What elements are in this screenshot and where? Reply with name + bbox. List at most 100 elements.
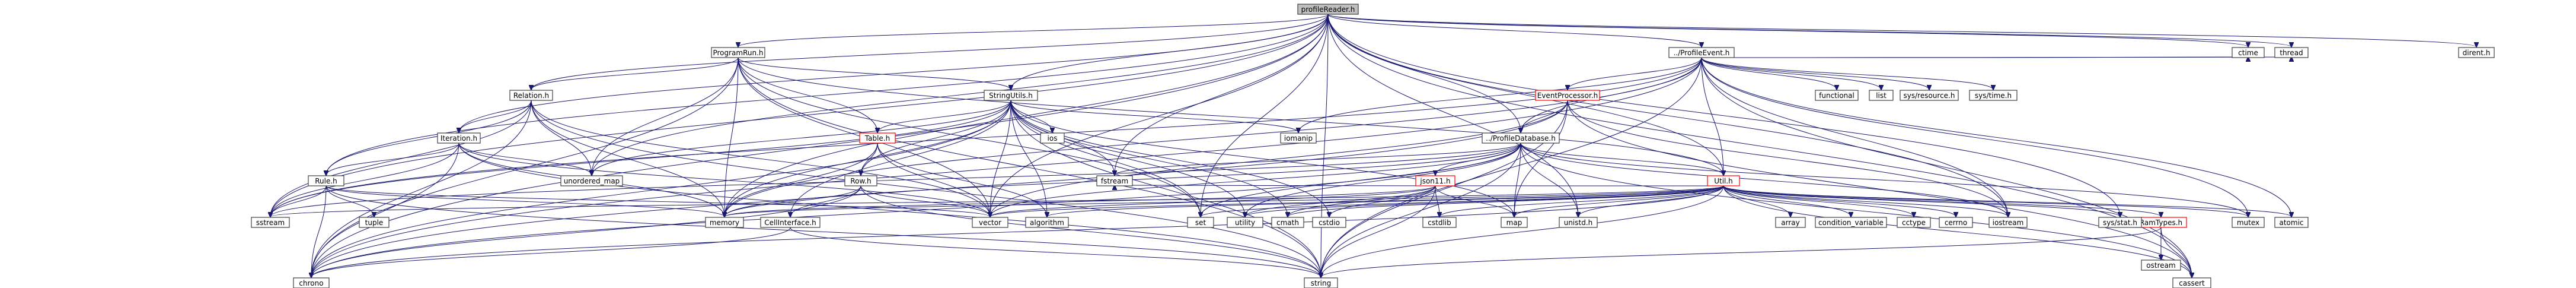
node-cstdio[interactable]: cstdio — [1312, 217, 1346, 228]
node-stringutils[interactable]: StringUtils.h — [984, 90, 1038, 101]
node-tuple[interactable]: tuple — [359, 217, 390, 228]
node-cerrno[interactable]: cerrno — [1939, 217, 1973, 228]
node-cassert[interactable]: cassert — [2172, 277, 2211, 288]
node-thread[interactable]: thread — [2274, 47, 2309, 58]
node-ios[interactable]: ios — [1040, 132, 1065, 144]
edge-relation-to-vector — [531, 100, 990, 217]
node-cctype[interactable]: cctype — [1897, 217, 1931, 228]
node-label-root: profileReader.h — [1301, 5, 1355, 14]
node-label-table: Table.h — [864, 134, 890, 143]
node-string[interactable]: string — [1304, 277, 1338, 288]
node-box-set — [1187, 217, 1214, 228]
node-atomic[interactable]: atomic — [2274, 217, 2309, 228]
node-label-cassert: cassert — [2179, 279, 2205, 287]
node-sysstat[interactable]: sys/stat.h — [2098, 217, 2142, 228]
node-box-cerrno — [1939, 217, 1973, 228]
node-label-mutex: mutex — [2237, 219, 2259, 227]
node-dirent[interactable]: dirent.h — [2458, 47, 2495, 58]
node-label-profileevent: ../ProfileEvent.h — [1674, 49, 1730, 57]
edge-profileevent-to-cassert — [1701, 57, 2192, 277]
node-vector[interactable]: vector — [972, 217, 1008, 228]
node-cmath[interactable]: cmath — [1271, 217, 1304, 228]
edge-stringutils-to-algorithm — [1010, 100, 1047, 217]
node-box-string — [1304, 277, 1338, 288]
node-ostream[interactable]: ostream — [2141, 259, 2181, 271]
node-profileevent[interactable]: ../ProfileEvent.h — [1668, 47, 1735, 58]
node-unistd[interactable]: unistd.h — [1559, 217, 1598, 228]
edge-rule-to-chrono — [311, 185, 327, 277]
edge-rule-to-tuple — [325, 185, 374, 217]
node-relation[interactable]: Relation.h — [509, 90, 553, 101]
edge-eventprocessor-to-vector — [990, 100, 1568, 217]
node-row[interactable]: Row.h — [844, 175, 877, 186]
node-box-atomic — [2274, 217, 2309, 228]
edge-row-to-string — [860, 185, 1321, 277]
edge-iteration-to-rule — [326, 143, 459, 175]
node-functional[interactable]: functional — [1815, 90, 1859, 101]
node-memory[interactable]: memory — [705, 217, 744, 228]
edge-json11-to-string — [1321, 185, 1436, 277]
node-algorithm[interactable]: algorithm — [1025, 217, 1069, 228]
node-ramtypes[interactable]: RamTypes.h — [2135, 217, 2187, 228]
node-table[interactable]: Table.h — [859, 132, 896, 144]
node-array[interactable]: array — [1775, 217, 1806, 228]
node-unordered_map[interactable]: unordered_map — [560, 175, 623, 186]
node-rule[interactable]: Rule.h — [308, 175, 344, 186]
node-box-dirent — [2458, 47, 2495, 58]
node-list[interactable]: list — [1869, 90, 1894, 101]
node-sysresource[interactable]: sys/resource.h — [1900, 90, 1959, 101]
node-label-programrun: ProgramRun.h — [713, 49, 763, 57]
node-root[interactable]: profileReader.h — [1297, 4, 1359, 15]
edge-root-to-dirent — [1327, 14, 2476, 47]
edge-root-to-cassert — [1327, 14, 2192, 277]
edge-programrun-to-set — [738, 57, 1201, 217]
node-chrono[interactable]: chrono — [293, 277, 330, 288]
edge-util-to-array — [1723, 185, 1790, 217]
node-cstdlib[interactable]: cstdlib — [1422, 217, 1457, 228]
node-set[interactable]: set — [1187, 217, 1214, 228]
node-label-array: array — [1781, 219, 1799, 227]
edge-profileevent-to-thread — [1701, 57, 2291, 58]
node-eventprocessor[interactable]: EventProcessor.h — [1535, 90, 1600, 101]
node-label-profiledatabase: ../ProfileDatabase.h — [1486, 134, 1556, 143]
node-label-util: Util.h — [1714, 177, 1733, 185]
node-iteration[interactable]: Iteration.h — [437, 132, 481, 144]
node-box-unistd — [1559, 217, 1598, 228]
node-utility[interactable]: utility — [1227, 217, 1263, 228]
node-iostream[interactable]: iostream — [1988, 217, 2028, 228]
edge-programrun-to-stringutils — [738, 57, 1011, 90]
node-box-cctype — [1897, 217, 1931, 228]
node-condition_variable[interactable]: condition_variable — [1815, 217, 1887, 228]
node-map[interactable]: map — [1501, 217, 1528, 228]
node-ctime[interactable]: ctime — [2232, 47, 2265, 58]
node-box-vector — [972, 217, 1008, 228]
edge-iteration-to-unordered_map — [458, 143, 592, 175]
node-sstream[interactable]: sstream — [251, 217, 290, 228]
edge-stringutils-to-row — [861, 100, 1011, 175]
node-label-memory: memory — [710, 219, 739, 227]
node-systime[interactable]: sys/time.h — [1969, 90, 2018, 101]
node-json11[interactable]: json11.h — [1415, 175, 1455, 186]
edge-ramtypes-to-cassert — [2160, 227, 2192, 277]
node-profiledatabase[interactable]: ../ProfileDatabase.h — [1482, 132, 1560, 144]
node-label-map: map — [1506, 219, 1522, 227]
node-programrun[interactable]: ProgramRun.h — [711, 47, 765, 58]
edge-util-to-unistd — [1578, 185, 1724, 217]
edge-relation-to-rule — [326, 100, 532, 175]
node-mutex[interactable]: mutex — [2232, 217, 2265, 228]
node-util[interactable]: Util.h — [1707, 175, 1740, 186]
node-fstream[interactable]: fstream — [1096, 175, 1133, 186]
edge-eventprocessor-to-profiledatabase — [1521, 100, 1568, 132]
edge-profileevent-to-string — [1321, 57, 1702, 277]
edge-json11-to-map — [1435, 185, 1514, 217]
edge-eventprocessor-to-map — [1514, 100, 1568, 217]
edge-row-to-vector — [860, 185, 990, 217]
node-iomanip[interactable]: iomanip — [1280, 132, 1317, 144]
node-box-fstream — [1096, 175, 1133, 186]
edge-relation-to-string — [531, 100, 1321, 277]
node-cellinterface[interactable]: CellInterface.h — [760, 217, 821, 228]
edge-json11-to-memory — [724, 185, 1436, 217]
edge-root-to-unistd — [1327, 14, 1578, 217]
edge-root-to-iostream — [1327, 14, 2008, 217]
edge-programrun-to-memory — [724, 57, 739, 217]
